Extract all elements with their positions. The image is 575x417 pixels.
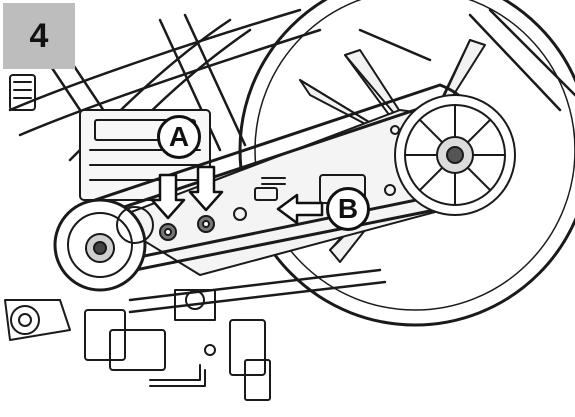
callout-b: B: [326, 187, 370, 231]
lower-rail: [128, 268, 387, 314]
flywheel-pulley: [394, 94, 516, 216]
callout-a: A: [157, 115, 201, 159]
step-number: 4: [29, 16, 49, 55]
arrow-b: [276, 193, 324, 225]
callout-b-letter: B: [337, 193, 359, 224]
step-number-badge: 4: [3, 3, 75, 69]
crank-pulley: [53, 198, 154, 292]
lower-brackets: [4, 289, 271, 401]
arrows-a: [150, 165, 224, 220]
callout-a-letter: A: [168, 121, 190, 152]
tension-bolts: [159, 215, 215, 241]
